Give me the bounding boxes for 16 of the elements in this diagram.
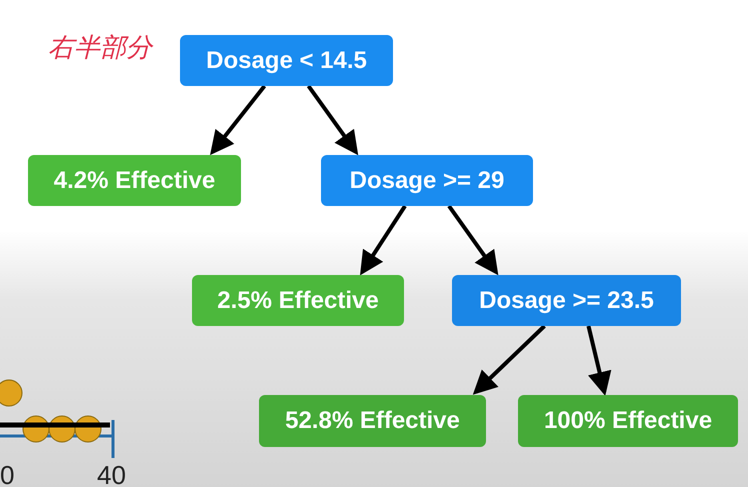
axis-tick-label: 0 [0,460,14,487]
arrow [447,204,498,276]
leaf-box: 100% Effective [518,395,738,447]
leaf-box: 4.2% Effective [28,155,241,206]
handwritten-note: 右半部分 [48,32,152,65]
decision-box: Dosage < 14.5 [180,35,393,86]
decision-box: Dosage >= 29 [321,155,533,206]
axis-tick-label: 40 [97,460,126,487]
arrow [306,84,358,156]
arrow [360,204,407,276]
leaf-box: 2.5% Effective [192,275,404,326]
arrow [210,84,266,156]
decision-box: Dosage >= 23.5 [452,275,681,326]
arrow [472,324,546,395]
arrow [586,326,612,396]
leaf-box: 52.8% Effective [259,395,486,447]
